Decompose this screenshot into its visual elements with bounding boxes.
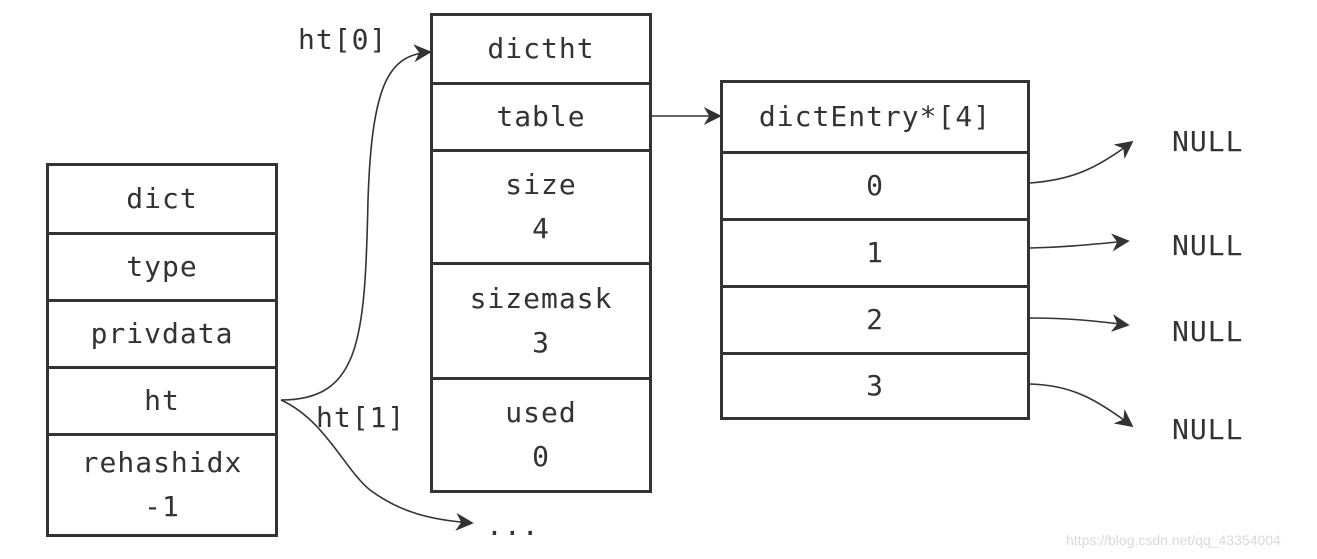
dictht-size-label: size xyxy=(505,168,577,201)
dictht-table-cell: table xyxy=(433,85,649,152)
dictentry-slot-1: 1 xyxy=(723,221,1027,288)
dictentry-slot-0-text: 0 xyxy=(866,169,884,202)
dict-privdata-cell: privdata xyxy=(49,302,275,369)
dictentry-header-text: dictEntry*[4] xyxy=(758,100,992,133)
dictentry-slot-1-text: 1 xyxy=(866,236,884,269)
dictentry-slot-3-text: 3 xyxy=(866,369,884,402)
dict-type-text: type xyxy=(126,250,198,283)
dict-ht-cell: ht xyxy=(49,369,275,436)
dict-privdata-text: privdata xyxy=(90,317,234,350)
dict-ht-text: ht xyxy=(144,384,180,417)
dictht-sizemask-cell: sizemask 3 xyxy=(433,265,649,380)
dictentry-slot-2: 2 xyxy=(723,288,1027,355)
arrow-slot0-to-null xyxy=(1029,140,1134,184)
dictht-table-text: table xyxy=(496,100,586,133)
arrow-ht1-to-ellipsis xyxy=(280,399,474,531)
dict-header-text: dict xyxy=(126,182,198,215)
dictht-sizemask-label: sizemask xyxy=(469,282,613,315)
dictentry-slot-2-text: 2 xyxy=(866,303,884,336)
dictht-size-cell: size 4 xyxy=(433,152,649,265)
dictentry-slot-3: 3 xyxy=(723,355,1027,417)
dictht-used-cell: used 0 xyxy=(433,380,649,490)
ht1-label: ht[1] xyxy=(316,401,406,434)
arrow-slot2-to-null xyxy=(1029,314,1130,332)
dict-header-cell: dict xyxy=(49,166,275,235)
dictentry-slot-0: 0 xyxy=(723,154,1027,221)
arrow-ht0-to-dictht xyxy=(280,44,432,401)
dictht-sizemask-value: 3 xyxy=(532,326,550,359)
dictht-struct: dictht table size 4 sizemask 3 used 0 xyxy=(430,13,652,493)
dictht-header-cell: dictht xyxy=(433,16,649,85)
dict-rehashidx-value: -1 xyxy=(144,490,180,523)
dictht-used-label: used xyxy=(505,396,577,429)
null-label-2: NULL xyxy=(1172,315,1244,348)
null-label-0: NULL xyxy=(1172,125,1244,158)
dict-rehashidx-label: rehashidx xyxy=(81,446,243,479)
dict-type-cell: type xyxy=(49,235,275,302)
dict-rehashidx-cell: rehashidx -1 xyxy=(49,436,275,534)
null-label-3: NULL xyxy=(1172,413,1244,446)
dictht-size-value: 4 xyxy=(532,212,550,245)
dictentry-header-cell: dictEntry*[4] xyxy=(723,83,1027,154)
null-label-1: NULL xyxy=(1172,229,1244,262)
arrow-slot1-to-null xyxy=(1029,233,1130,252)
dict-struct: dict type privdata ht rehashidx -1 xyxy=(46,163,278,537)
arrow-slot3-to-null xyxy=(1029,383,1134,428)
dictentry-array: dictEntry*[4] 0 1 2 3 xyxy=(720,80,1030,420)
watermark-text: https://blog.csdn.net/qq_43354004 xyxy=(1066,532,1281,548)
ellipsis-label: ... xyxy=(486,509,540,542)
dictht-used-value: 0 xyxy=(532,440,550,473)
ht0-label: ht[0] xyxy=(298,23,388,56)
dictht-header-text: dictht xyxy=(487,32,595,65)
